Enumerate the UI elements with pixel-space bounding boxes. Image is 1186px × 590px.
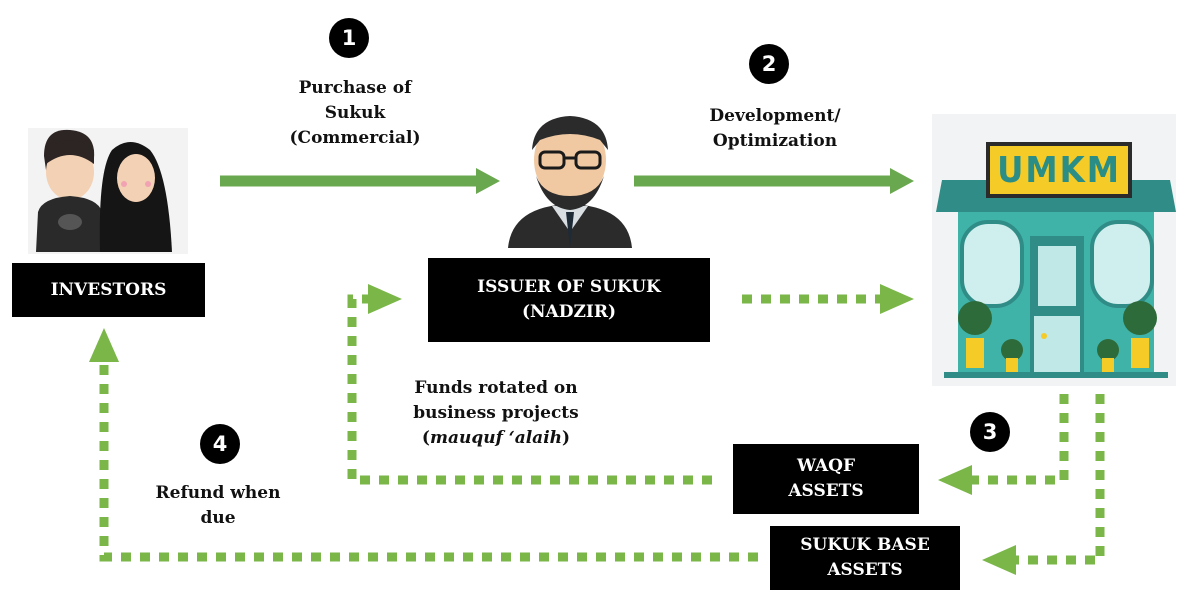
funds-label-line-2: business projects	[413, 403, 579, 423]
development-label-line-2: Optimization	[712, 131, 838, 151]
waqf-box-line-2: ASSETS	[788, 481, 864, 501]
development-arrowhead	[890, 168, 914, 194]
purchase-label: Purchase of Sukuk (Commercial)	[255, 76, 455, 151]
umkm-sign: UMKM	[986, 142, 1132, 198]
base-to-investors-dotted-path	[99, 362, 758, 562]
base-box-line-1: SUKUK BASE	[800, 535, 930, 555]
refund-label-line-1: Refund when	[155, 483, 281, 503]
issuer-box-line-2: (NADZIR)	[521, 302, 617, 322]
issuer-to-umkm-dotted-arrowhead	[880, 284, 914, 314]
base-to-investors-arrowhead	[89, 328, 119, 362]
investors-box: INVESTORS	[12, 263, 205, 317]
funds-rotated-label: Funds rotated on business projects (mauq…	[378, 376, 614, 451]
sukuk-base-assets-box: SUKUK BASE ASSETS	[770, 526, 960, 590]
purchase-label-line-3: (Commercial)	[289, 128, 421, 148]
umkm-to-waqf-arrowhead	[938, 465, 972, 495]
funds-label-suffix: )	[562, 428, 571, 448]
waqf-to-issuer-arrowhead	[368, 284, 402, 314]
issuer-person-icon	[508, 116, 632, 248]
waqf-assets-box: WAQF ASSETS	[733, 444, 919, 514]
step-2-badge: 2	[749, 44, 789, 84]
waqf-box-line-1: WAQF	[796, 456, 856, 476]
funds-label-prefix: (	[421, 428, 430, 448]
investors-box-label: INVESTORS	[50, 279, 167, 300]
funds-label-line-3: (mauquf ‘alaih)	[378, 426, 614, 451]
funds-label-italic: mauquf ‘alaih	[429, 428, 563, 448]
purchase-label-line-2: Sukuk	[324, 103, 386, 123]
step-1-badge: 1	[329, 18, 369, 58]
issuer-box: ISSUER OF SUKUK (NADZIR)	[428, 258, 710, 342]
refund-label: Refund when due	[118, 481, 318, 531]
issuer-box-line-1: ISSUER OF SUKUK	[477, 277, 661, 297]
refund-label-line-2: due	[200, 508, 236, 528]
investors-couple-icon	[28, 128, 188, 254]
purchase-label-line-1: Purchase of	[298, 78, 412, 98]
umkm-to-base-arrowhead	[982, 545, 1016, 575]
base-box-line-2: ASSETS	[827, 560, 903, 580]
waqf-to-issuer-dotted-path	[347, 294, 712, 485]
step-4-badge: 4	[200, 424, 240, 464]
umkm-to-base-dotted-path	[1012, 394, 1105, 565]
step-3-badge: 3	[970, 412, 1010, 452]
development-label-line-1: Development/	[709, 106, 841, 126]
umkm-to-waqf-dotted-path	[962, 394, 1069, 485]
development-label: Development/ Optimization	[665, 104, 885, 154]
funds-label-line-1: Funds rotated on	[414, 378, 578, 398]
purchase-arrowhead	[476, 168, 500, 194]
